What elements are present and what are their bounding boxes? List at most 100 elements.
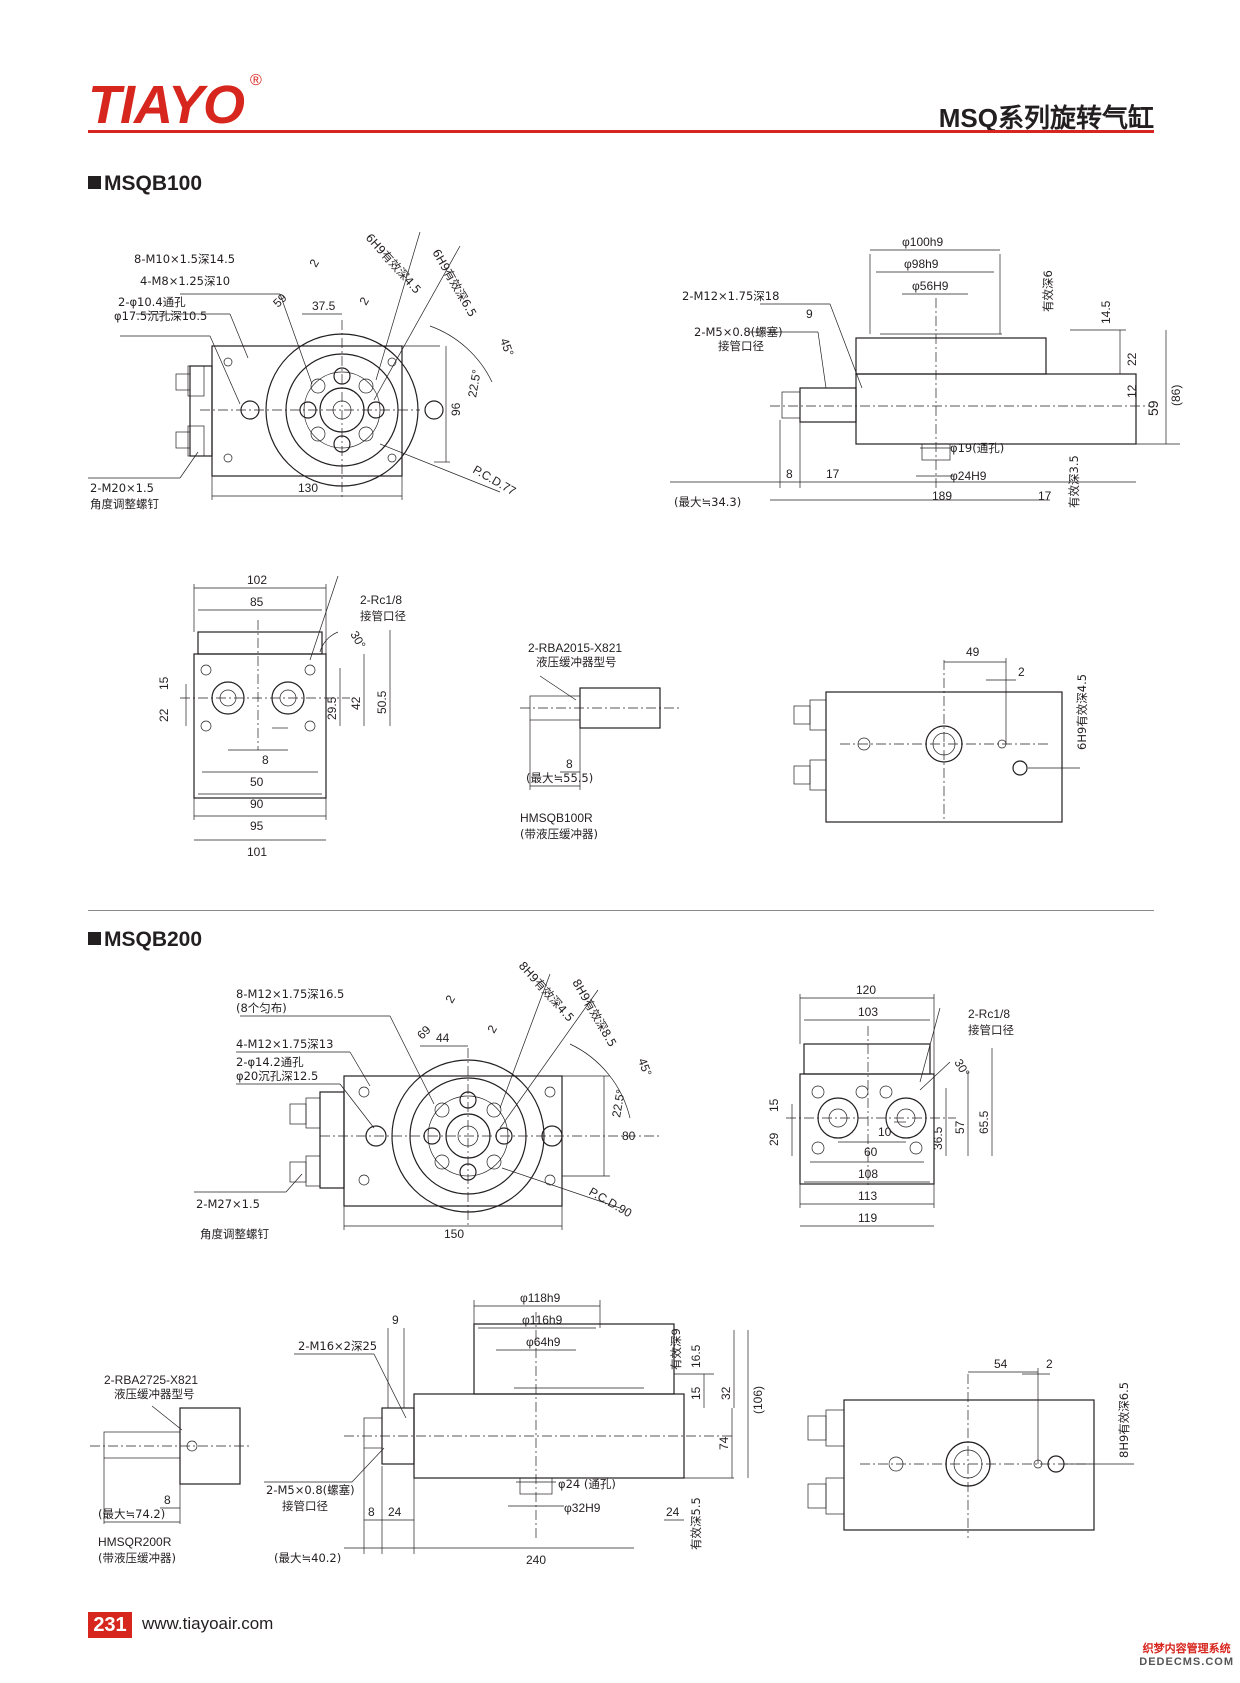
callout: 有效深5.5 [689, 1497, 703, 1550]
screw-top [825, 1409, 845, 1447]
dim-label: 32 [719, 1386, 733, 1400]
callout: 液压缓冲器型号 [114, 1387, 195, 1401]
port-tip [363, 1417, 383, 1449]
callout: 2-M5×0.8(螺塞) [266, 1483, 355, 1497]
callout: 2-M12×1.75深18 [682, 289, 779, 303]
dim-label: 85 [250, 595, 264, 609]
angle-arc [319, 631, 339, 653]
dim-label: 90 [250, 797, 264, 811]
msqb200-bottom-view: 54 2 8H9有效深6.5 [807, 1357, 1134, 1538]
adjust-block [319, 1091, 345, 1189]
callout: 6H9有效深4.5 [1075, 674, 1089, 750]
screw-tip [289, 1103, 307, 1125]
adjust-screw-bottom [187, 425, 205, 457]
dim-label: 2 [442, 992, 458, 1005]
body [855, 373, 1137, 445]
website-link[interactable]: www.tiayoair.com [142, 1614, 274, 1633]
dim-label: 2 [356, 294, 372, 307]
dim-label: 113 [858, 1189, 877, 1203]
dim-label: 8 [262, 753, 269, 767]
mount-hole [358, 1174, 370, 1186]
dim-label: 8 [368, 1505, 375, 1519]
callout: 有效深6 [1041, 270, 1055, 312]
msqb100-end-view: 102 85 30° 15 22 29.5 42 50.5 8 50 90 95… [157, 573, 406, 859]
hole [304, 664, 316, 676]
dim-label: 96 [449, 402, 463, 416]
dim-label: 42 [349, 696, 363, 710]
watermark: 织梦内容管理系统 DEDECMS.COM [1139, 1643, 1234, 1669]
pin-hole [1012, 760, 1028, 776]
callout: 8H9有效深4.5 [516, 959, 577, 1025]
dim-label: 2 [1046, 1357, 1053, 1371]
dim-label: 37.5 [312, 299, 336, 313]
dim-label: (106) [751, 1386, 765, 1414]
dim-label: 30° [347, 629, 368, 652]
screw-tip [807, 1415, 827, 1441]
leader-line [279, 293, 313, 385]
callout: 角度调整螺钉 [200, 1227, 269, 1241]
callout: HMSQB100R [520, 811, 593, 825]
msqb200-buffer-view: 2-RBA2725-X821 液压缓冲器型号 8 (最大≒74.2) HMSQR… [90, 1373, 250, 1565]
leader-line [285, 1173, 303, 1193]
callout: (最大≒74.2) [98, 1507, 165, 1521]
callout: (最大≒40.2) [274, 1551, 341, 1565]
dim-label: 8 [786, 467, 793, 481]
registered-mark: ® [250, 72, 262, 89]
screw-tip [807, 1483, 827, 1509]
callout: 接管口径 [360, 609, 406, 623]
dim-label: 22.5° [609, 1088, 628, 1118]
callout: 2-M16×2深25 [298, 1339, 377, 1353]
leader-line [373, 1353, 407, 1419]
header-rule [88, 130, 1154, 133]
screw-tip [793, 705, 811, 725]
hole [811, 1085, 825, 1099]
brand-logo: TIAYO [88, 75, 245, 135]
leader-line [919, 1007, 941, 1083]
leader-line [499, 973, 551, 1109]
dim-label: 10 [878, 1125, 892, 1139]
dim-label: 59 [1145, 400, 1161, 416]
dim-label: 22.5° [465, 368, 484, 398]
pcd-hole [358, 378, 374, 394]
hole [200, 664, 212, 676]
callout: P.C.D.77 [471, 462, 519, 498]
leader-line [373, 245, 461, 401]
callout: 接管口径 [282, 1499, 328, 1513]
dim-label: 30° [951, 1057, 972, 1080]
screw-tip-top [175, 373, 191, 391]
dim-label: 2 [306, 256, 322, 269]
dim-label: 15 [689, 1386, 703, 1400]
callout: 2-RBA2725-X821 [104, 1373, 198, 1387]
pcd-hole [434, 1154, 450, 1170]
dim-label: 36.5 [931, 1126, 945, 1150]
hole [304, 720, 316, 732]
leader-line [499, 989, 599, 1129]
msqb200-front-view: 8-M12×1.75深16.5 (8个匀布) 4-M12×1.75深13 2-φ… [194, 959, 660, 1241]
callout: (带液压缓冲器) [520, 827, 598, 841]
leader-line [309, 575, 339, 661]
dim-label: 22 [1125, 352, 1139, 366]
dim-label: 119 [858, 1211, 877, 1225]
screw-top [305, 1097, 321, 1129]
dim-label: 95 [250, 819, 264, 833]
pcd-hole [434, 1102, 450, 1118]
leader-line [209, 335, 241, 405]
mount-hole [387, 357, 397, 367]
section-title-msqb200: MSQB200 [88, 928, 202, 952]
callout: 2-M20×1.5 [90, 481, 154, 495]
dim-label: 2 [484, 1022, 500, 1035]
callout: 6H9有效深6.5 [429, 247, 479, 320]
dim-label: 29.5 [325, 696, 339, 720]
section-title-text: MSQB200 [104, 928, 203, 951]
dim-label: 12 [1125, 384, 1139, 398]
section-title-text: MSQB100 [104, 172, 203, 195]
callout: P.C.D.90 [587, 1184, 635, 1220]
dim-label: 8 [566, 757, 573, 771]
callout: 4-M8×1.25深10 [140, 274, 230, 288]
dim-label: 54 [994, 1357, 1008, 1371]
pcd-hole [486, 1154, 502, 1170]
dim-label: φ100h9 [902, 235, 943, 249]
dim-label: 103 [858, 1005, 878, 1019]
dim-label: φ64h9 [526, 1335, 561, 1349]
document-title: MSQ系列旋转气缸 [938, 103, 1154, 133]
